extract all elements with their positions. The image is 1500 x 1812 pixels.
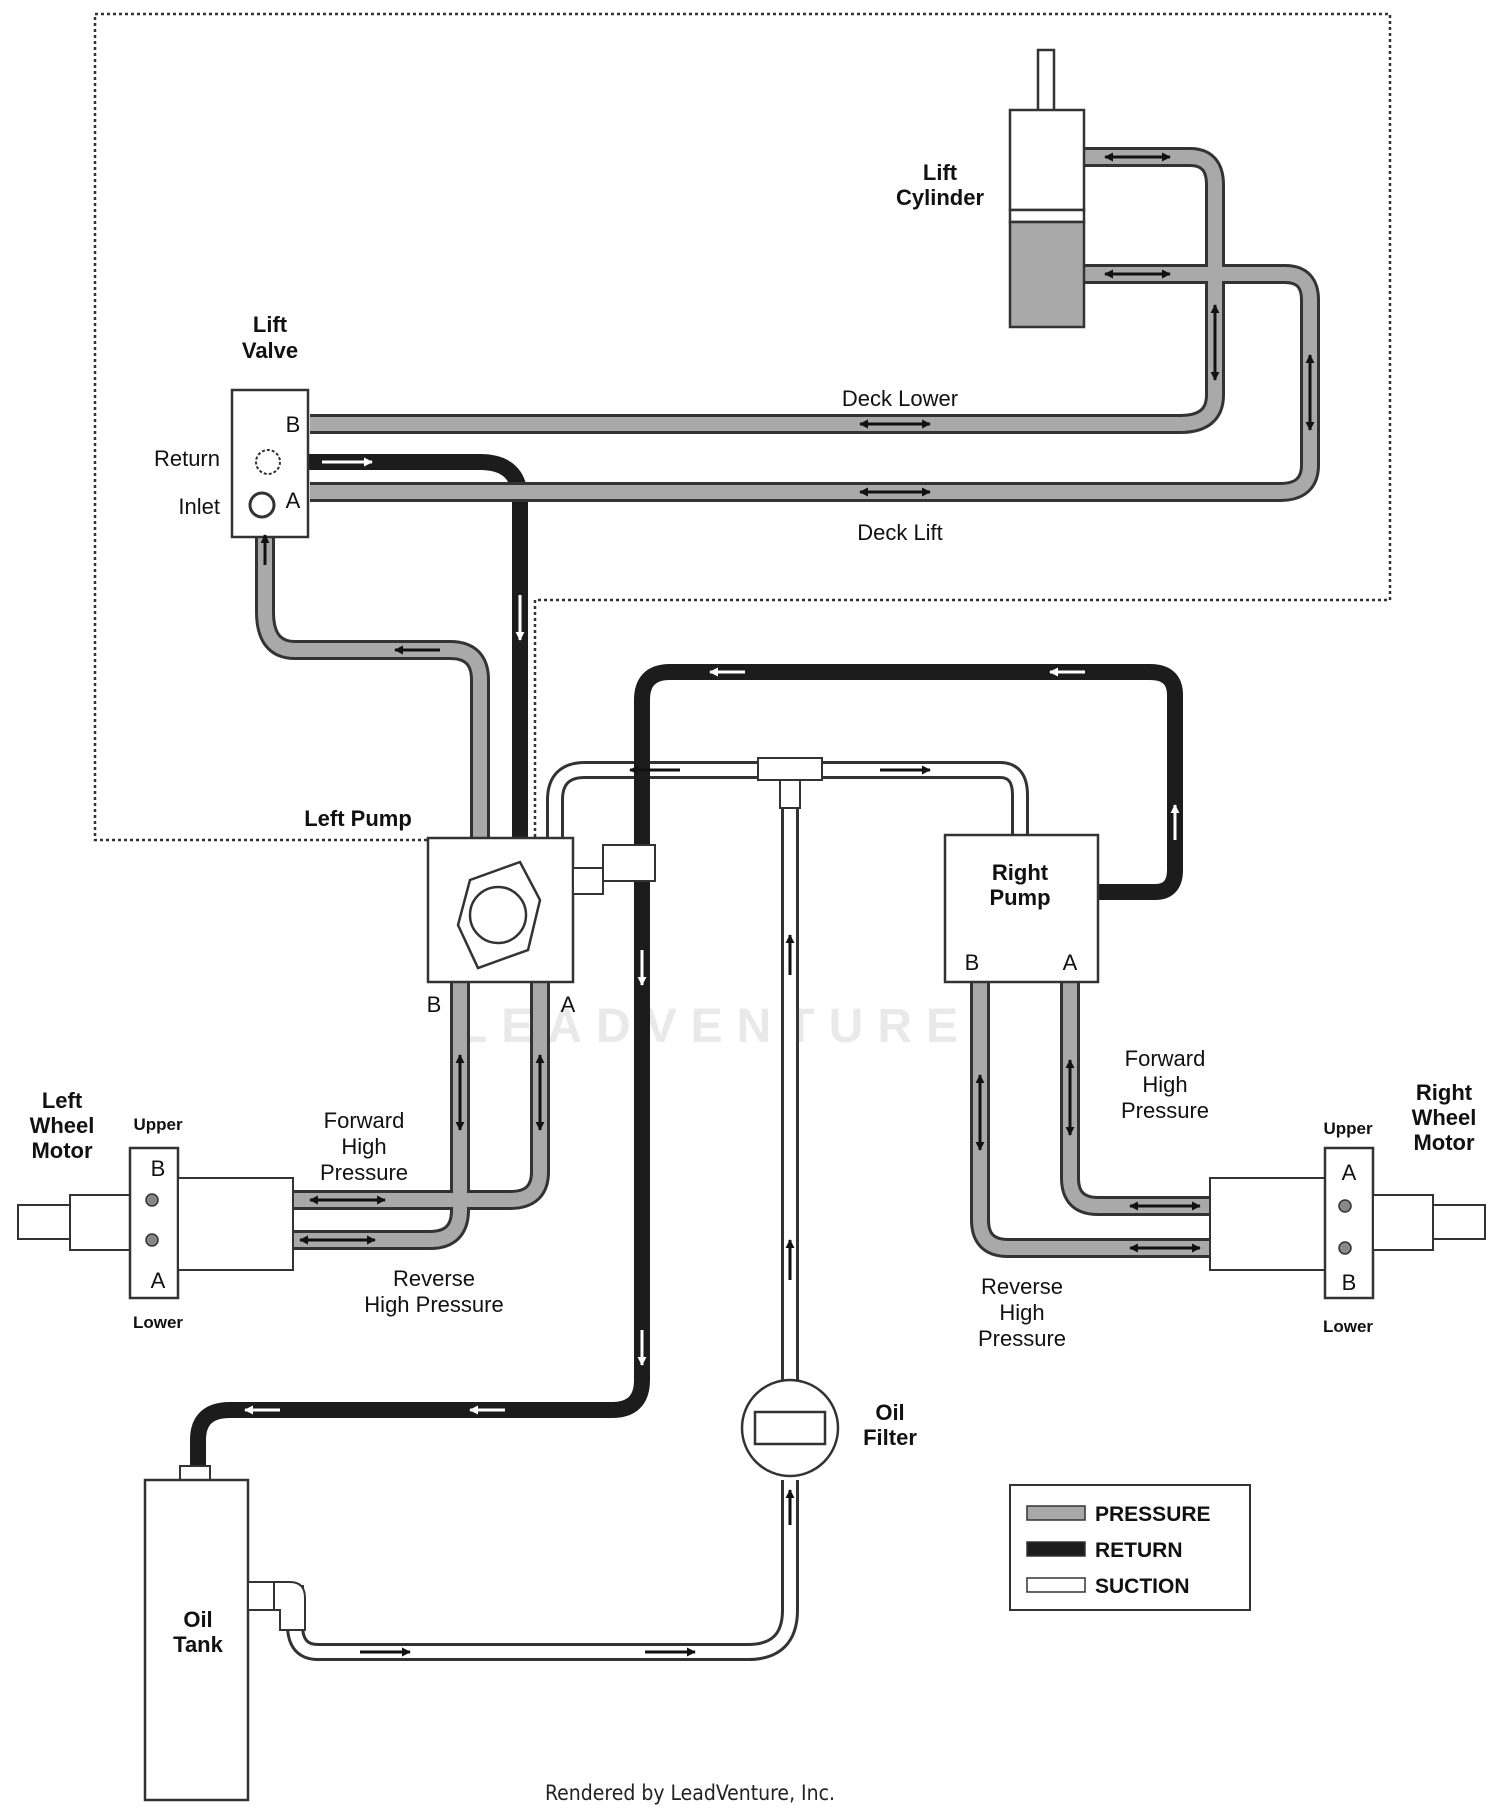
footer-credit: Rendered by LeadVenture, Inc.	[545, 1781, 835, 1805]
cylinder-lower-chamber	[1008, 220, 1086, 329]
legend-item-return: RETURN	[1026, 1539, 1183, 1562]
left-motor-label-2: Wheel	[30, 1113, 95, 1138]
lift-valve: B A Lift Valve Return Inlet	[154, 312, 310, 539]
right-lower-label: Lower	[1323, 1317, 1373, 1336]
right-motor-shaft	[1432, 1204, 1486, 1240]
oil-tank-cap	[179, 1465, 211, 1481]
cylinder-piston	[1008, 208, 1086, 224]
suction-tee-stem	[779, 779, 801, 809]
right-motor-hub	[1372, 1194, 1434, 1251]
pump-shaft-icon	[468, 885, 528, 945]
left-pump-tee	[602, 844, 656, 882]
left-motor-body	[128, 1146, 180, 1300]
right-reverse-label-2: High	[999, 1300, 1044, 1325]
left-pump-fitting	[572, 867, 604, 895]
oil-tank: Oil Tank	[143, 1465, 306, 1802]
flow-arrows	[244, 152, 1315, 1657]
right-pump-label-2: Pump	[989, 885, 1050, 910]
right-pump-port-b: B	[965, 950, 980, 975]
left-motor-shaft	[17, 1204, 71, 1240]
deck-lower-label: Deck Lower	[842, 386, 958, 411]
oil-tank-elbow	[273, 1581, 306, 1631]
right-motor-port-b: B	[1342, 1270, 1357, 1295]
oil-tank-body	[143, 1478, 250, 1802]
legend-swatch-return	[1026, 1541, 1086, 1557]
left-motor-hub	[69, 1194, 131, 1251]
left-pump: Left Pump B A	[304, 806, 656, 1017]
left-reverse-label-2: High Pressure	[364, 1292, 503, 1317]
left-pump-port-b: B	[427, 992, 442, 1017]
oil-filter-element	[753, 1410, 827, 1446]
lift-cylinder: Lift Cylinder	[896, 48, 1086, 329]
oil-filter-label-2: Filter	[863, 1425, 917, 1450]
oil-filter-label-1: Oil	[875, 1400, 904, 1425]
right-motor-label-1: Right	[1416, 1080, 1473, 1105]
return-label: Return	[154, 446, 220, 471]
left-motor-label-1: Left	[42, 1088, 83, 1113]
legend-label-suction: SUCTION	[1095, 1575, 1190, 1598]
left-lower-label: Lower	[133, 1313, 183, 1332]
lift-cylinder-label-1: Lift	[923, 160, 958, 185]
legend-swatch-suction	[1026, 1577, 1086, 1593]
left-forward-label-3: Pressure	[320, 1160, 408, 1185]
right-forward-label-1: Forward	[1125, 1046, 1206, 1071]
right-motor-label-2: Wheel	[1412, 1105, 1477, 1130]
legend-item-pressure: PRESSURE	[1026, 1503, 1211, 1526]
left-motor-label-3: Motor	[31, 1138, 93, 1163]
legend-swatch-pressure	[1026, 1505, 1086, 1521]
right-upper-label: Upper	[1323, 1119, 1373, 1138]
lift-valve-port-a: A	[286, 488, 301, 513]
right-reverse-label-1: Reverse	[981, 1274, 1063, 1299]
left-wheel-motor: Left Wheel Motor Upper Lower B A	[17, 1088, 294, 1332]
inlet-label: Inlet	[178, 494, 220, 519]
legend: PRESSURE RETURN SUCTION	[1009, 1484, 1251, 1611]
suction-lines	[286, 761, 1029, 1661]
pressure-lines	[152, 147, 1345, 1258]
left-motor-port-a: A	[151, 1268, 166, 1293]
legend-label-return: RETURN	[1095, 1539, 1183, 1562]
right-forward-label-2: High	[1142, 1072, 1187, 1097]
lift-valve-label-1: Lift	[253, 312, 288, 337]
lift-valve-label-2: Valve	[242, 338, 298, 363]
motor-port-dots	[145, 1193, 1352, 1255]
lift-cylinder-label-2: Cylinder	[896, 185, 984, 210]
legend-item-suction: SUCTION	[1026, 1575, 1190, 1598]
left-reverse-label-1: Reverse	[393, 1266, 475, 1291]
right-motor-label-3: Motor	[1413, 1130, 1475, 1155]
deck-lift-label: Deck Lift	[857, 520, 943, 545]
right-wheel-motor: Right Wheel Motor Upper Lower A B	[1209, 1080, 1486, 1336]
right-forward-label-3: Pressure	[1121, 1098, 1209, 1123]
suction-tee	[757, 757, 823, 781]
left-pump-label: Left Pump	[304, 806, 412, 831]
right-motor-housing	[1209, 1177, 1326, 1271]
right-pump-body	[943, 833, 1100, 984]
return-port-icon	[255, 449, 281, 475]
left-forward-label-2: High	[341, 1134, 386, 1159]
oil-filter: Oil Filter	[740, 1378, 917, 1478]
lift-valve-port-b: B	[286, 412, 301, 437]
cylinder-upper-chamber	[1008, 108, 1086, 212]
left-pump-port-a: A	[561, 992, 576, 1017]
left-motor-port-b: B	[151, 1156, 166, 1181]
oil-tank-label-1: Oil	[183, 1607, 212, 1632]
right-motor-port-a: A	[1342, 1160, 1357, 1185]
right-pump-port-a: A	[1063, 950, 1078, 975]
oil-tank-outlet	[247, 1581, 275, 1611]
lift-system-boundary	[93, 12, 1392, 842]
oil-tank-label-2: Tank	[173, 1632, 223, 1657]
left-upper-label: Upper	[133, 1115, 183, 1134]
left-forward-label-1: Forward	[324, 1108, 405, 1133]
right-pump-label-1: Right	[992, 860, 1049, 885]
legend-label-pressure: PRESSURE	[1095, 1503, 1211, 1526]
left-motor-housing	[177, 1177, 294, 1271]
right-pump: Right Pump B A	[943, 833, 1100, 984]
right-reverse-label-3: Pressure	[978, 1326, 1066, 1351]
inlet-port-icon	[248, 491, 276, 519]
